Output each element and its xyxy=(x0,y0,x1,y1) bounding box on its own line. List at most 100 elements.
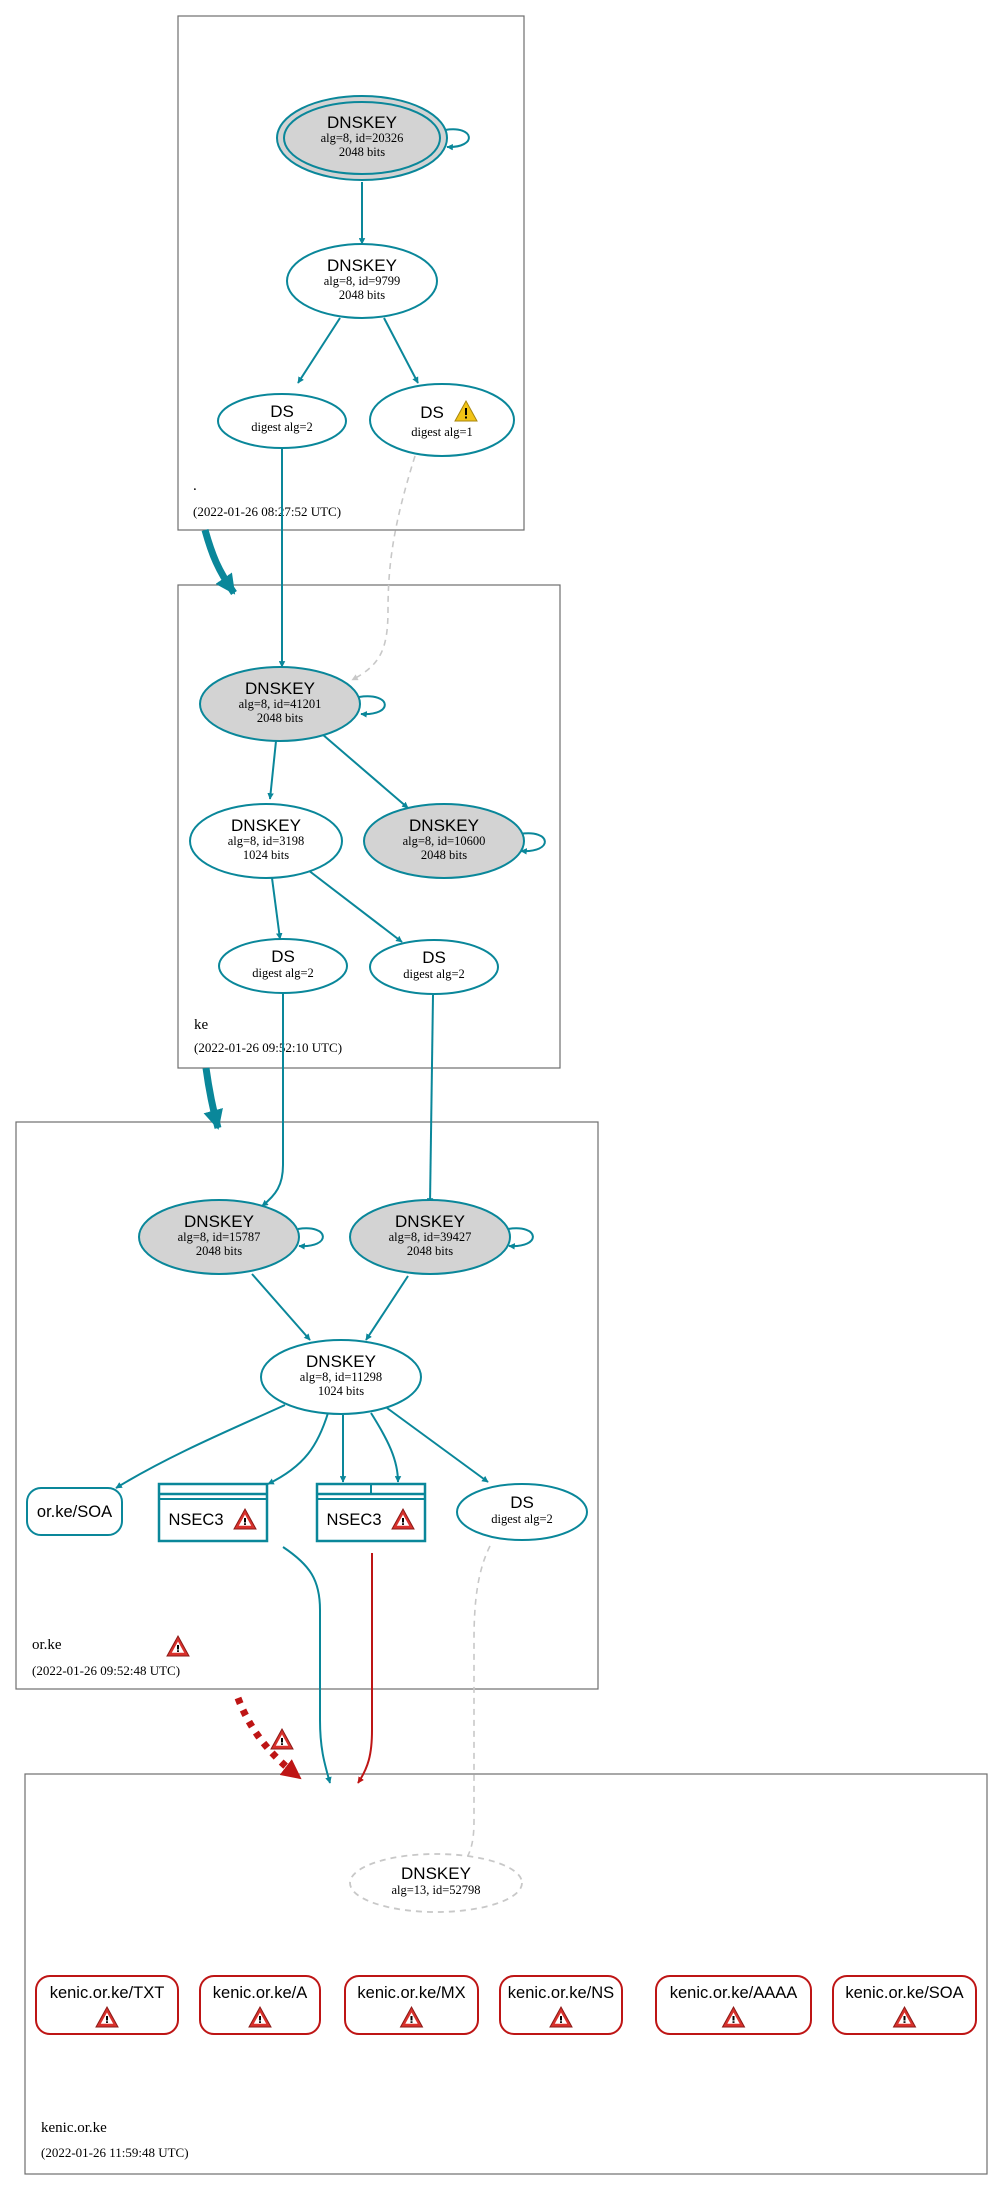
ke-ds-b-title: DS xyxy=(422,948,446,967)
rrset-mx-warning-icon xyxy=(399,2005,424,2028)
root-ds-alg2-digest: digest alg=2 xyxy=(251,420,313,434)
zone-or-ke: or.ke (2022-01-26 09:52:48 UTC) xyxy=(15,1121,599,1690)
edge-or-nsec3-b-kenic xyxy=(357,1553,373,1784)
edge-or-ksk1-self xyxy=(297,1227,324,1250)
edge-ke-ds-b-or-ksk2 xyxy=(426,994,434,1205)
ke-ksk-bits: 2048 bits xyxy=(257,711,303,725)
or-ds-node[interactable]: DS digest alg=2 xyxy=(456,1483,588,1541)
zone-kenic-name: kenic.or.ke xyxy=(41,2120,107,2136)
rrset-ns-warning-icon xyxy=(549,2005,573,2028)
zone-root: . (2022-01-26 08:27:52 UTC) xyxy=(177,15,525,531)
ke-zsk-node[interactable]: DNSKEY alg=8, id=3198 1024 bits xyxy=(189,803,343,879)
edge-root-ksk-self xyxy=(444,128,470,151)
rrset-mx-node[interactable]: kenic.or.ke/MX xyxy=(344,1975,479,2035)
rrset-txt-label: kenic.or.ke/TXT xyxy=(50,1984,165,2002)
or-ds-title: DS xyxy=(510,1493,534,1512)
or-ksk2-bits: 2048 bits xyxy=(407,1244,453,1258)
edge-or-zsk-soa xyxy=(115,1404,286,1489)
edge-ke-zsk-ds-a xyxy=(271,877,283,940)
edge-or-zsk-nsec3-a xyxy=(267,1412,329,1485)
ke-ds-b-node[interactable]: DS digest alg=2 xyxy=(369,939,499,995)
root-zsk-id: alg=8, id=9799 xyxy=(324,274,401,288)
kenic-dnskey-node[interactable]: DNSKEY alg=13, id=52798 xyxy=(349,1853,523,1913)
root-ds-alg2-title: DS xyxy=(270,402,294,421)
edge-or-nsec3-a-kenic xyxy=(282,1546,332,1784)
edge-or-ksk2-self xyxy=(507,1227,534,1250)
rrset-a-label: kenic.or.ke/A xyxy=(213,1984,307,2002)
or-ksk1-bits: 2048 bits xyxy=(196,1244,242,1258)
rrset-soa-label: kenic.or.ke/SOA xyxy=(845,1984,963,2002)
rrset-a-node[interactable]: kenic.or.ke/A xyxy=(199,1975,321,2035)
or-nsec3-b-node[interactable]: NSEC3 xyxy=(315,1482,427,1543)
ke-ds-a-digest: digest alg=2 xyxy=(252,966,314,980)
root-ds-alg2-node[interactable]: DS digest alg=2 xyxy=(217,393,347,449)
or-nsec3-a-warning-icon xyxy=(233,1507,257,1530)
or-ksk2-id: alg=8, id=39427 xyxy=(389,1230,472,1244)
edge-or-zsk-nsec3-b-2 xyxy=(370,1412,402,1483)
or-nsec3-a-node[interactable]: NSEC3 xyxy=(157,1482,269,1543)
edge-ke-ds-a-or-ksk1 xyxy=(261,993,284,1207)
rrset-mx-label: kenic.or.ke/MX xyxy=(357,1984,465,2002)
ke-ds-b-digest: digest alg=2 xyxy=(403,967,465,981)
root-ksk-title: DNSKEY xyxy=(327,113,397,132)
zone-ke-timestamp: (2022-01-26 09:52:10 UTC) xyxy=(194,1040,342,1055)
edge-root-zsk-ds2 xyxy=(297,317,341,384)
rrset-soa-node[interactable]: kenic.or.ke/SOA xyxy=(832,1975,977,2035)
ke-zsk-id: alg=8, id=3198 xyxy=(228,834,305,848)
edge-ke-ksk-self xyxy=(358,695,386,718)
ke-ds-a-title: DS xyxy=(271,947,295,966)
ke-ksk2-node[interactable]: DNSKEY alg=8, id=10600 2048 bits xyxy=(363,803,525,879)
or-ksk2-title: DNSKEY xyxy=(395,1212,465,1231)
rrset-aaaa-label: kenic.or.ke/AAAA xyxy=(670,1984,797,2002)
root-ksk-id: alg=8, id=20326 xyxy=(321,131,404,145)
or-soa-node[interactable]: or.ke/SOA xyxy=(26,1487,123,1536)
delegation-warning-icon xyxy=(270,1727,294,1750)
rrset-aaaa-node[interactable]: kenic.or.ke/AAAA xyxy=(655,1975,812,2035)
edge-delegation-or-kenic xyxy=(234,1696,303,1781)
ke-ksk2-bits: 2048 bits xyxy=(421,848,467,862)
or-zsk-node[interactable]: DNSKEY alg=8, id=11298 1024 bits xyxy=(260,1339,422,1415)
root-ds-alg1-title: DS xyxy=(420,403,444,422)
or-ksk1-title: DNSKEY xyxy=(184,1212,254,1231)
ke-ds-a-node[interactable]: DS digest alg=2 xyxy=(218,938,348,994)
or-soa-label: or.ke/SOA xyxy=(37,1503,112,1521)
ke-ksk-node[interactable]: DNSKEY alg=8, id=41201 2048 bits xyxy=(199,666,361,742)
edge-or-zsk-ds xyxy=(386,1407,489,1483)
edge-ke-ksk-zsk xyxy=(267,740,277,800)
ke-ksk2-title: DNSKEY xyxy=(409,816,479,835)
zone-ke-name: ke xyxy=(194,1017,209,1033)
zone-kenic-or-ke: kenic.or.ke (2022-01-26 11:59:48 UTC) xyxy=(24,1773,988,2175)
ke-ksk2-id: alg=8, id=10600 xyxy=(403,834,486,848)
kenic-dnskey-id: alg=13, id=52798 xyxy=(391,1883,480,1897)
zone-kenic-timestamp: (2022-01-26 11:59:48 UTC) xyxy=(41,2145,189,2160)
zone-ke: ke (2022-01-26 09:52:10 UTC) xyxy=(177,584,561,1069)
root-ds-alg1-warning-icon xyxy=(454,399,478,422)
or-zsk-bits: 1024 bits xyxy=(318,1384,364,1398)
or-nsec3-b-label: NSEC3 xyxy=(326,1511,381,1529)
edge-or-ds-kenic-key xyxy=(459,1545,491,1869)
rrset-ns-label: kenic.or.ke/NS xyxy=(508,1984,614,2002)
edge-or-ksk1-zsk xyxy=(251,1273,311,1341)
rrset-a-warning-icon xyxy=(248,2005,272,2028)
edge-ke-ksk-ksk2 xyxy=(321,733,409,809)
rrset-ns-node[interactable]: kenic.or.ke/NS xyxy=(499,1975,623,2035)
root-zsk-node[interactable]: DNSKEY alg=8, id=9799 2048 bits xyxy=(286,243,438,319)
zone-root-name: . xyxy=(193,478,197,494)
ke-ksk-id: alg=8, id=41201 xyxy=(239,697,322,711)
root-zsk-bits: 2048 bits xyxy=(339,288,385,302)
root-ksk-bits: 2048 bits xyxy=(339,145,385,159)
or-ksk1-node[interactable]: DNSKEY alg=8, id=15787 2048 bits xyxy=(138,1199,300,1275)
rrset-txt-node[interactable]: kenic.or.ke/TXT xyxy=(35,1975,179,2035)
ke-zsk-title: DNSKEY xyxy=(231,816,301,835)
kenic-dnskey-title: DNSKEY xyxy=(401,1864,471,1883)
edge-or-ksk2-zsk xyxy=(365,1275,409,1341)
ke-ksk-title: DNSKEY xyxy=(245,679,315,698)
kenic-rrset-row: kenic.or.ke/TXT kenic.or.ke/A kenic.or.ke/… xyxy=(35,1975,977,2035)
or-nsec3-a-label: NSEC3 xyxy=(168,1511,223,1529)
root-ksk-node[interactable]: DNSKEY alg=8, id=20326 2048 bits xyxy=(276,95,448,181)
or-ksk2-node[interactable]: DNSKEY alg=8, id=39427 2048 bits xyxy=(349,1199,511,1275)
edge-ke-ksk2-self xyxy=(519,832,546,855)
root-ds-alg1-digest: digest alg=1 xyxy=(411,425,473,439)
zone-or-ke-timestamp: (2022-01-26 09:52:48 UTC) xyxy=(32,1663,180,1678)
root-ds-alg1-node[interactable]: DS digest alg=1 xyxy=(369,383,515,457)
